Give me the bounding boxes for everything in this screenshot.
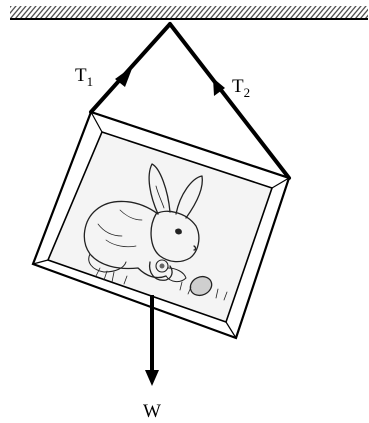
rabbit-eye — [175, 228, 182, 235]
rabbit-ear-right — [175, 175, 203, 219]
grass — [95, 267, 228, 301]
t1-label: T1 — [75, 65, 93, 89]
t2-arrowhead — [213, 78, 225, 96]
rabbit-sketch — [83, 163, 228, 301]
w-label: W — [143, 401, 161, 422]
rabbit-ear-left — [148, 163, 171, 215]
string-right — [168, 22, 291, 180]
frame-corner-br — [225, 321, 237, 339]
egg — [189, 275, 213, 297]
picture-frame — [31, 110, 291, 340]
ceiling — [10, 6, 368, 20]
rabbit-nose — [193, 245, 197, 251]
frame-corner-bl — [32, 259, 49, 265]
rabbit-paws — [148, 261, 173, 281]
frame-corner-tl — [90, 111, 103, 133]
frame-corner-tr — [271, 177, 290, 189]
ceiling-hatch — [10, 6, 368, 19]
w-arrowhead — [145, 370, 159, 386]
t2-label: T2 — [232, 76, 250, 100]
t1-arrowhead — [115, 66, 133, 87]
flower — [155, 259, 169, 273]
rabbit-head — [150, 210, 200, 263]
